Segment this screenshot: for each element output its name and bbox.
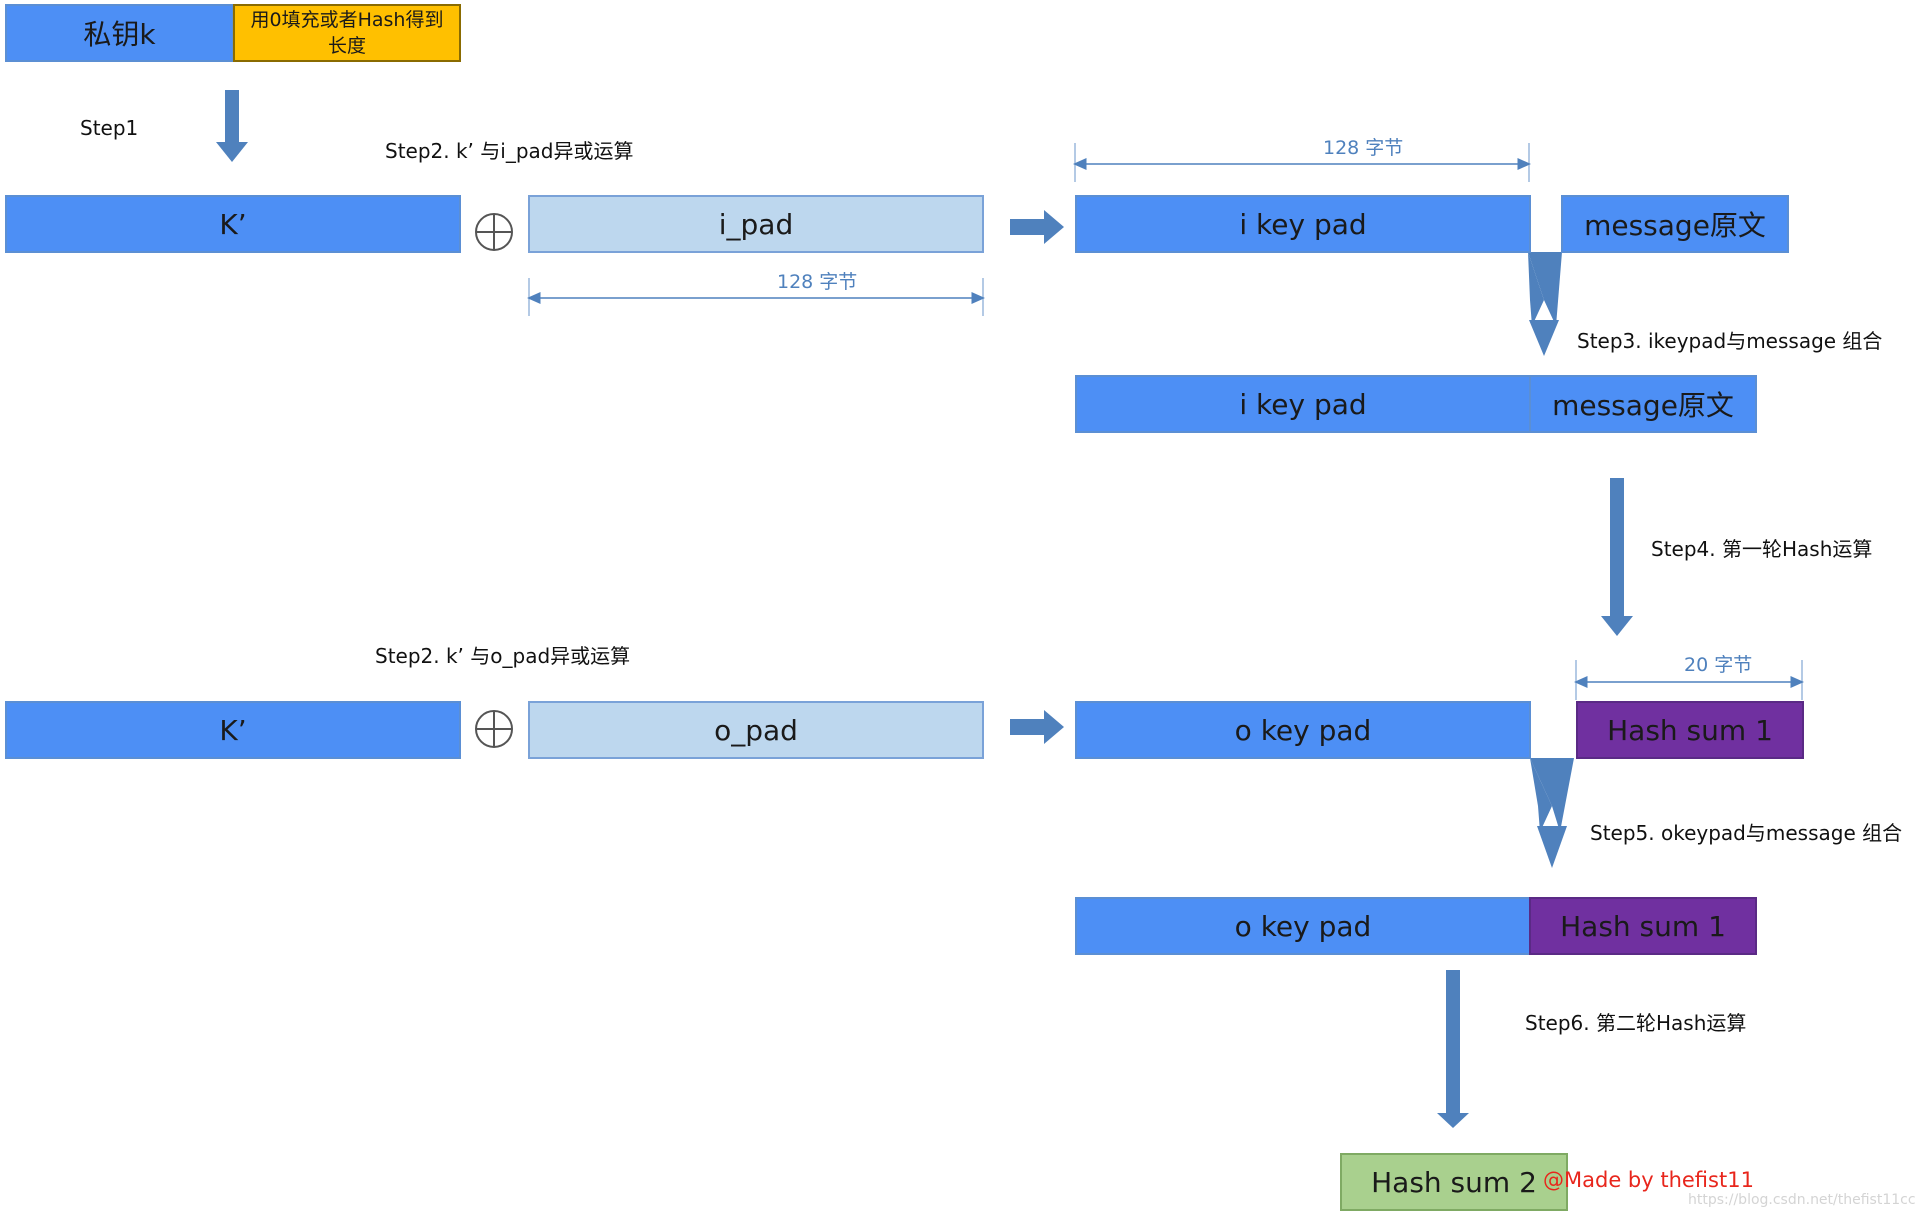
private-key-box: 私钥k [5,4,234,62]
dimension-line-hash [1574,660,1804,700]
hash-sum-2-label: Hash sum 2 [1371,1165,1537,1199]
step6-label: Step6. 第二轮Hash运算 [1525,1011,1747,1035]
kprime-block-top: K’ [5,195,461,253]
okeypad-block-combined: o key pad [1075,897,1531,955]
okeypad-label-combined: o key pad [1234,909,1372,943]
step5-merge-arrow [1530,758,1574,868]
right-arrow-top [1010,210,1064,244]
dimension-line-ipad [527,278,985,316]
kprime-label-top: K’ [219,207,247,241]
message-block-top: message原文 [1561,195,1789,253]
step3-label: Step3. ikeypad与message 组合 [1577,329,1883,353]
kprime-label-bottom: K’ [219,713,247,747]
step1-down-arrow [216,90,248,162]
kprime-block-bottom: K’ [5,701,461,759]
hash-sum-1-label-combined: Hash sum 1 [1560,909,1726,943]
ipad-label: i_pad [718,207,794,241]
okeypad-label-top: o key pad [1234,713,1372,747]
private-key-label: 私钥k [83,18,156,51]
ikeypad-block-top: i key pad [1075,195,1531,253]
ipad-block: i_pad [528,195,984,253]
message-label-top: message原文 [1584,209,1766,242]
author-credit: @Made by thefist11 [1543,1168,1754,1192]
right-arrow-bottom [1010,710,1064,744]
step2-ipad-label: Step2. k’ 与i_pad异或运算 [385,139,634,163]
step3-merge-arrow [1528,252,1562,356]
message-label-combined: message原文 [1552,389,1734,422]
opad-label: o_pad [714,713,798,747]
ikeypad-label-combined: i key pad [1239,387,1367,421]
step1-label: Step1 [80,116,139,140]
ikeypad-label-top: i key pad [1239,207,1367,241]
hash-sum-1-block-combined: Hash sum 1 [1529,897,1757,955]
hash-sum-1-block-top: Hash sum 1 [1576,701,1804,759]
dimension-label-hash: 20 字节 [1684,654,1753,676]
hash-sum-2-block: Hash sum 2 [1340,1153,1568,1211]
step4-down-arrow [1601,478,1633,636]
ikeypad-block-combined: i key pad [1075,375,1531,433]
message-block-combined: message原文 [1529,375,1757,433]
step5-label: Step5. okeypad与message 组合 [1590,821,1903,845]
step6-down-arrow [1437,970,1469,1128]
okeypad-block-top: o key pad [1075,701,1531,759]
opad-block: o_pad [528,701,984,759]
step4-label: Step4. 第一轮Hash运算 [1651,537,1873,561]
padding-note-label: 用0填充或者Hash得到 长度 [250,9,444,57]
padding-note-box: 用0填充或者Hash得到 长度 [233,4,461,62]
watermark-text: https://blog.csdn.net/thefist11cc [1688,1192,1916,1208]
xor-icon-top [475,213,513,251]
hash-sum-1-label-top: Hash sum 1 [1607,713,1773,747]
step2-opad-label: Step2. k’ 与o_pad异或运算 [375,644,631,668]
dimension-label-ipad: 128 字节 [777,271,858,293]
dimension-label-ikeypad: 128 字节 [1323,137,1404,159]
dimension-line-ikeypad [1073,143,1531,182]
xor-icon-bottom [475,710,513,748]
